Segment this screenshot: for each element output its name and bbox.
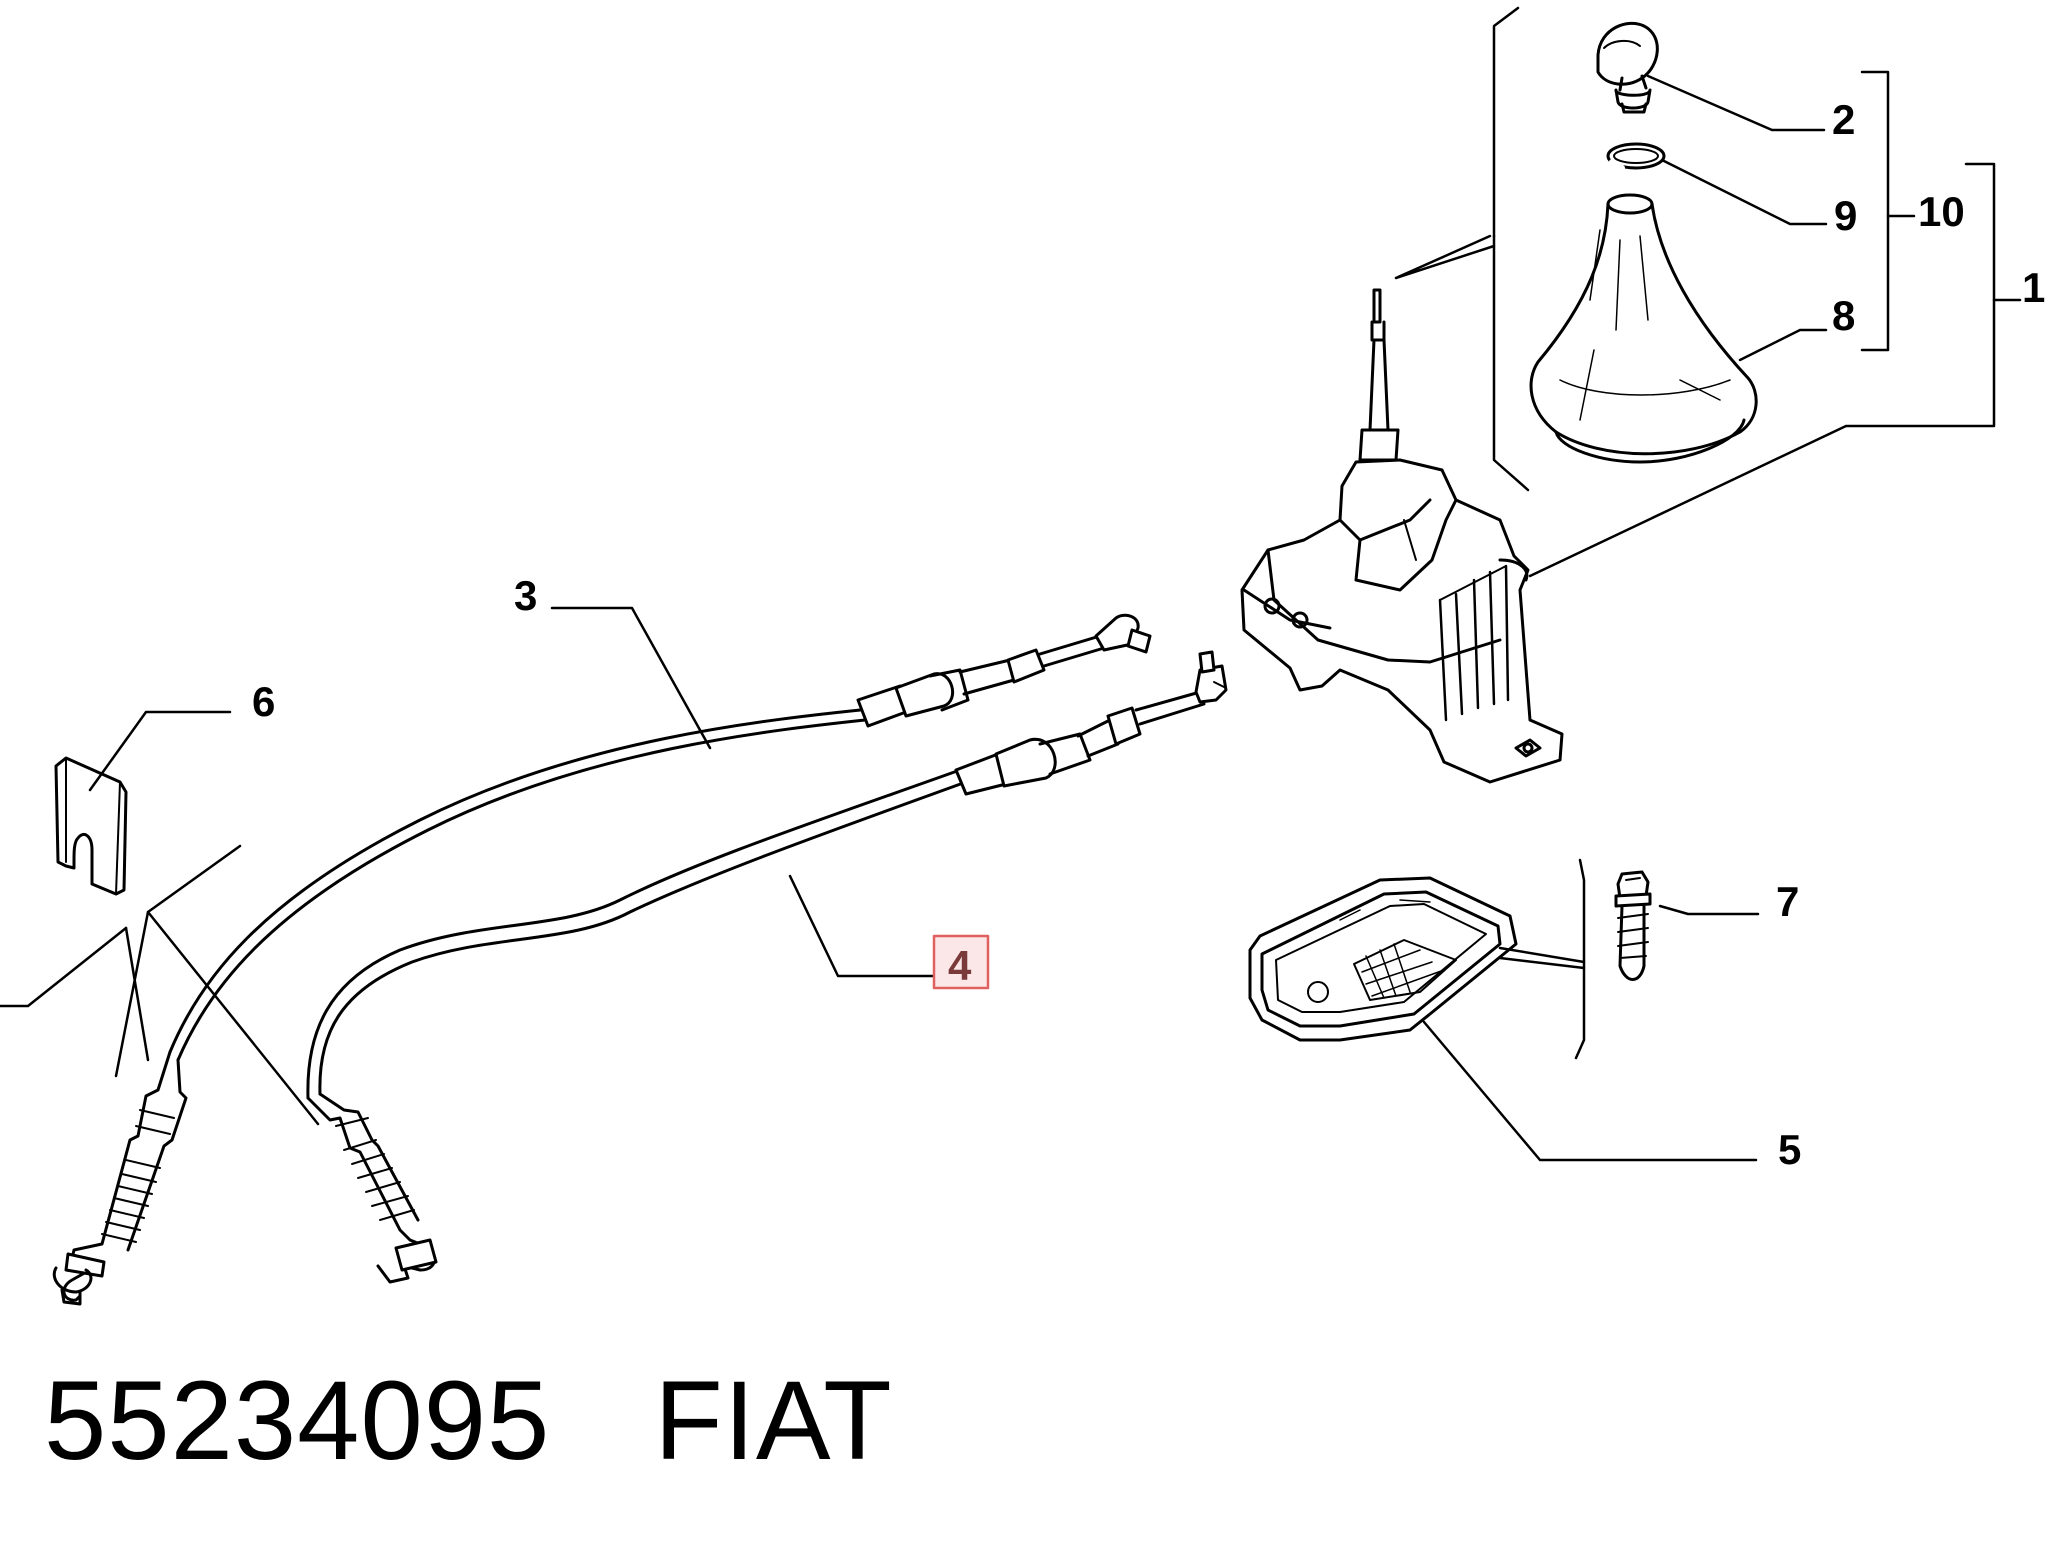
gasket-plate xyxy=(1248,876,1518,1042)
callout-label-8: 8 xyxy=(1832,292,1855,339)
leader-lines xyxy=(0,6,2022,1162)
mounting-screw xyxy=(1614,870,1652,981)
callout-label-6: 6 xyxy=(252,678,275,725)
gear-cable-lower xyxy=(306,650,1228,1284)
highlighted-callout-4[interactable]: 4 xyxy=(932,934,990,990)
gear-boot xyxy=(1529,193,1758,464)
callout-highlight-box xyxy=(932,934,990,990)
callout-label-3: 3 xyxy=(514,572,537,619)
callout-label-5: 5 xyxy=(1778,1126,1801,1173)
callout-label-7: 7 xyxy=(1776,878,1799,925)
callout-label-10: 10 xyxy=(1918,188,1965,235)
gear-cable-upper xyxy=(52,613,1152,1306)
callout-label-1: 1 xyxy=(2022,264,2045,311)
gear-lever-housing xyxy=(1240,288,1564,784)
callout-label-4: 4 xyxy=(948,942,972,989)
retaining-ring xyxy=(1606,142,1666,171)
callout-label-2: 2 xyxy=(1832,96,1855,143)
part-caption: 55234095 FIAT xyxy=(44,1356,893,1485)
gear-knob xyxy=(1596,21,1659,114)
callout-label-9: 9 xyxy=(1834,192,1857,239)
retaining-clip xyxy=(54,756,128,896)
part-number: 55234095 xyxy=(44,1358,551,1483)
brand-name: FIAT xyxy=(654,1358,893,1483)
